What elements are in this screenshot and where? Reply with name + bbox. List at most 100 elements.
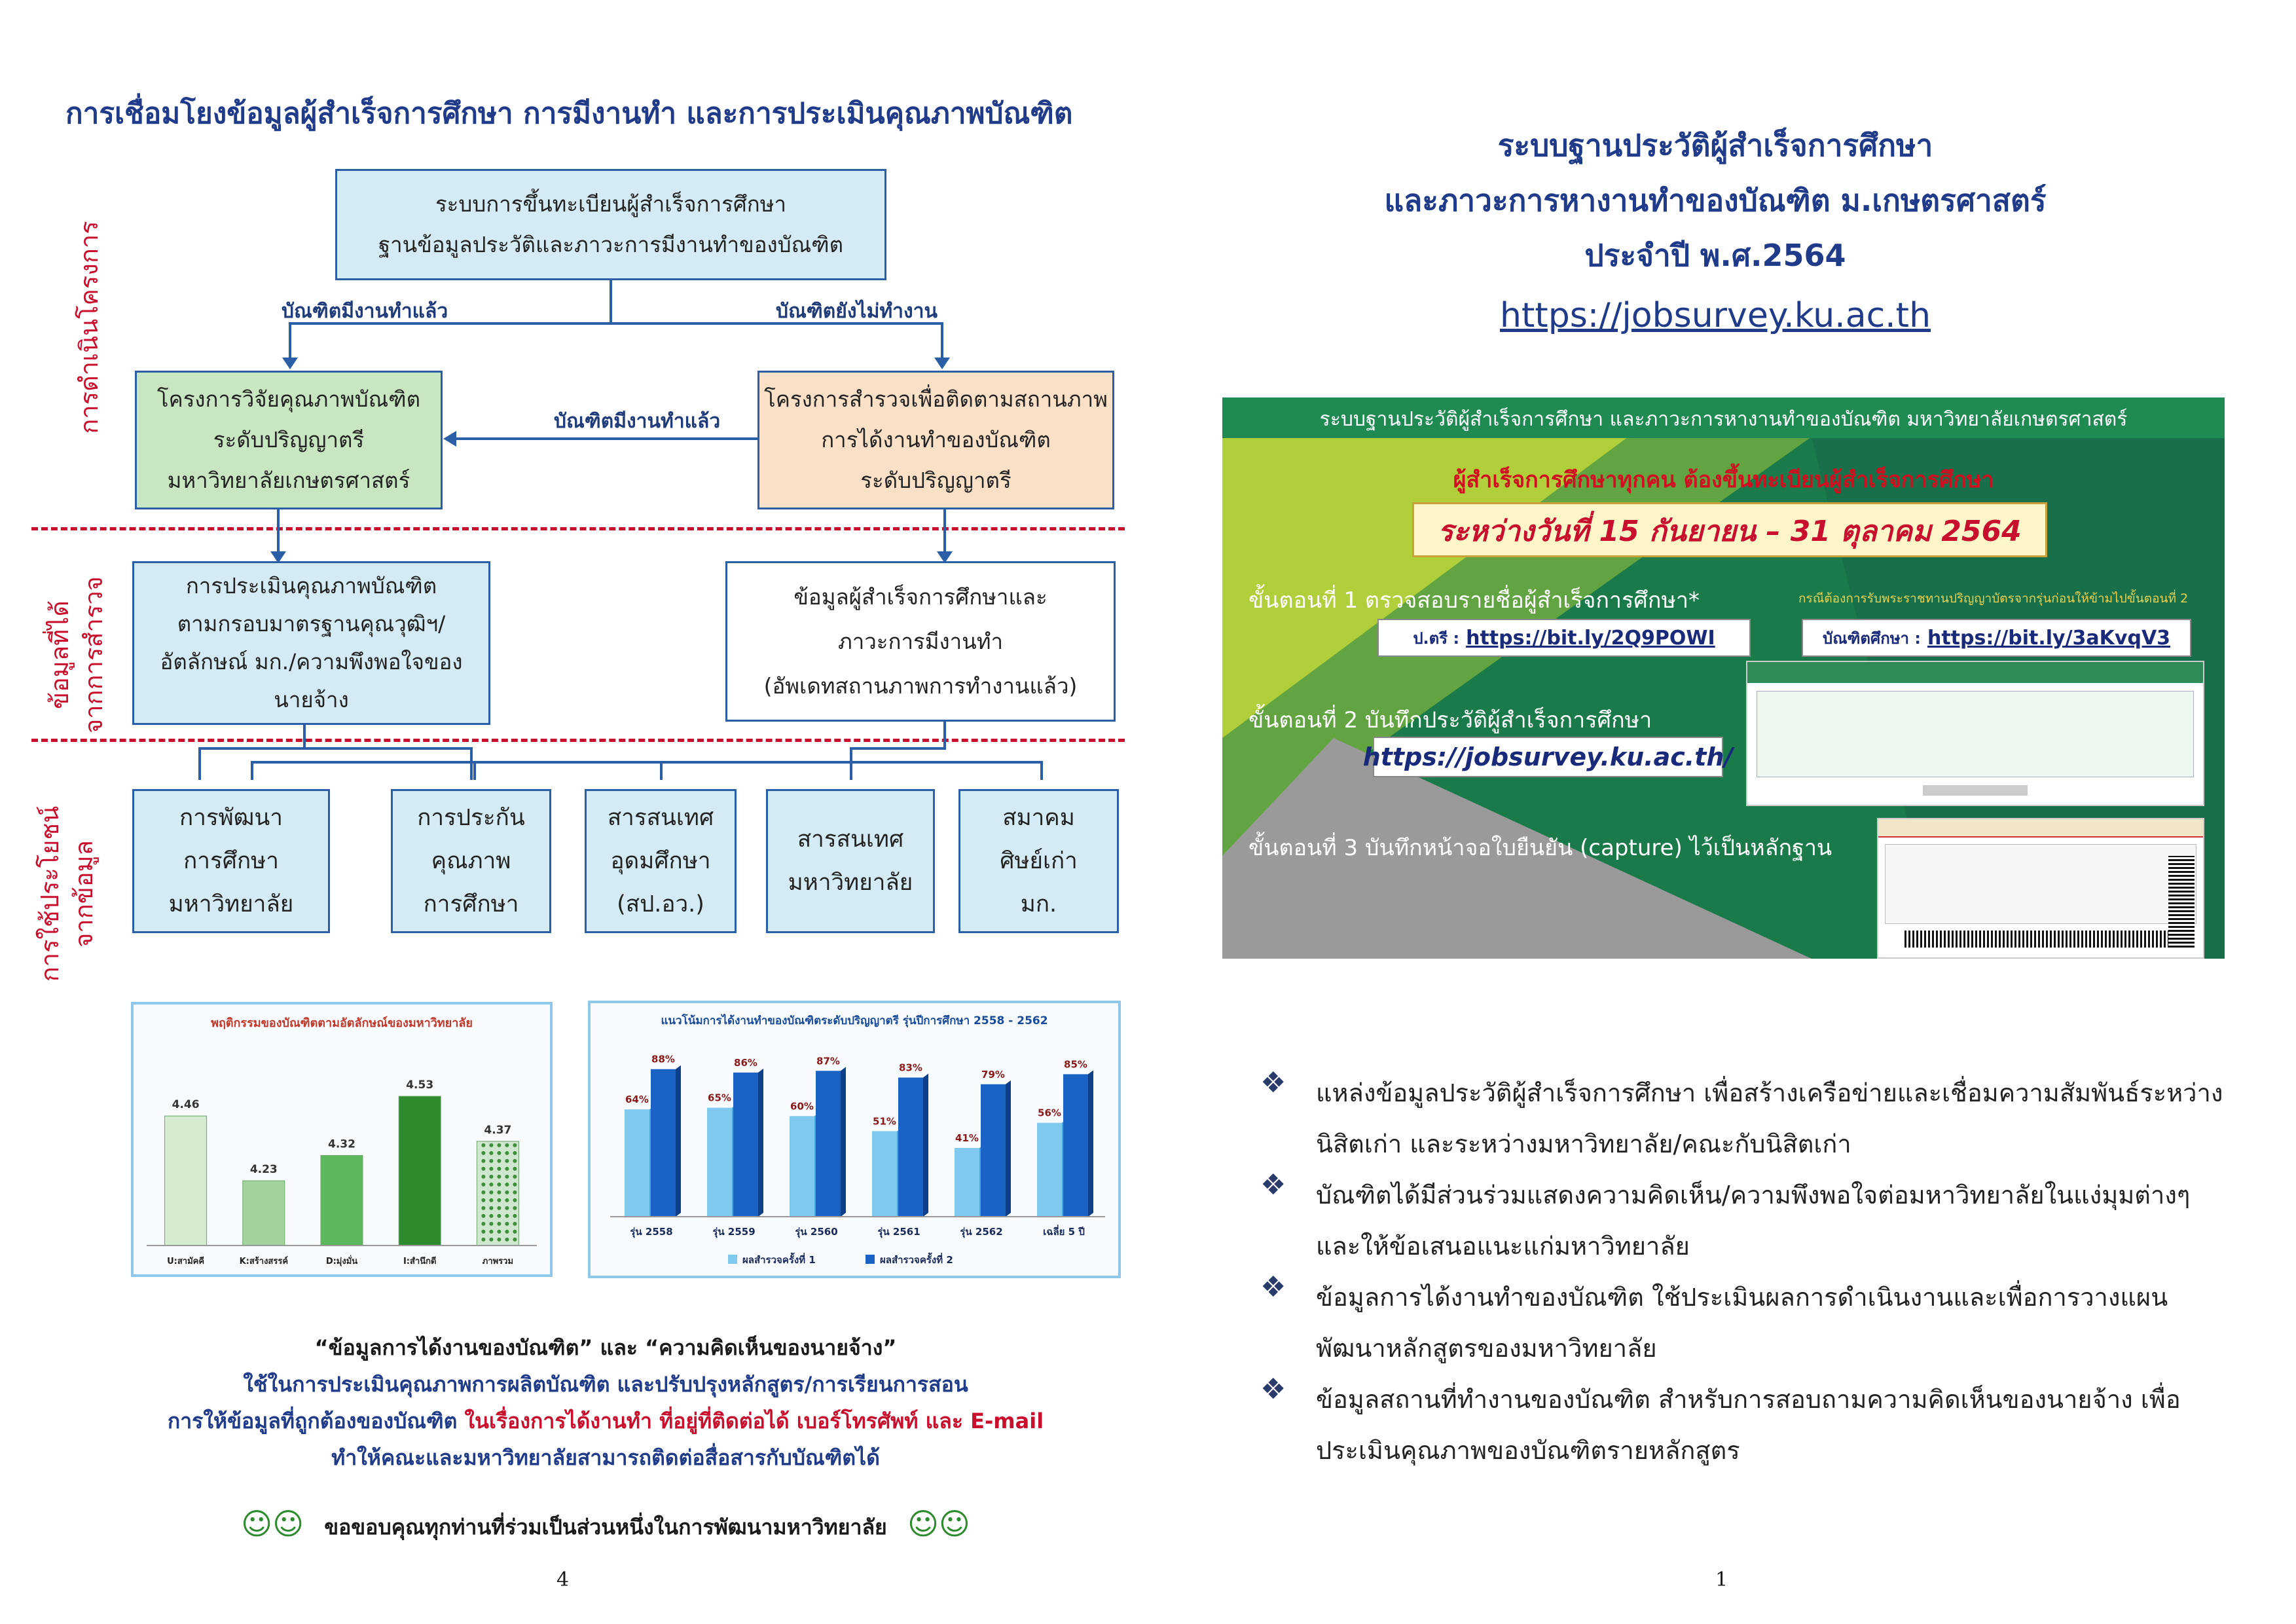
bar-pattern-dot xyxy=(505,1143,509,1147)
bar-I:สำนึกดี xyxy=(398,1096,441,1246)
assess-box-line: การประเมินคุณภาพบัณฑิต xyxy=(185,573,437,599)
tick-label: รุ่น 2561 xyxy=(877,1226,920,1238)
assess-box-line: นายจ้าง xyxy=(274,687,349,712)
step2-url[interactable]: https://jobsurvey.ku.ac.th/ xyxy=(1362,743,1734,771)
bar-D:มุ่งมั่น xyxy=(320,1154,363,1246)
tick-label: U:สามัคคี xyxy=(167,1256,204,1266)
tick-label: รุ่น 2560 xyxy=(795,1226,837,1238)
bar-pattern-dot xyxy=(481,1229,486,1234)
bar-pattern-dot xyxy=(497,1166,501,1171)
connector xyxy=(251,761,253,780)
bar-pattern-dot xyxy=(489,1182,494,1187)
bar-pattern-dot xyxy=(505,1237,509,1242)
connector xyxy=(470,747,473,780)
usage-box-line: ศิษย์เก่า xyxy=(1000,848,1078,874)
link-grad-box: บัณฑิตศึกษา : https://bit.ly/3aKvqV3 xyxy=(1802,619,2191,657)
bar-pattern-dot xyxy=(497,1221,501,1226)
link-bachelor[interactable]: https://bit.ly/2Q9POWI xyxy=(1466,626,1715,650)
chart-identity-behavior-svg: พฤติกรรมของบัณฑิตตามอัตลักษณ์ของมหาวิทยา… xyxy=(147,1016,537,1266)
bottom-line-3: การให้ข้อมูลที่ถูกต้องของบัณฑิต ในเรื่อง… xyxy=(65,1403,1146,1439)
legend-swatch xyxy=(866,1255,875,1264)
bar-pattern-dot xyxy=(505,1206,509,1210)
bar-pattern-dot xyxy=(489,1229,494,1234)
banner-step1-note: กรณีต้องการรับพระราชทานปริญญาบัตรจากรุ่น… xyxy=(1798,591,2189,606)
bar-pattern-dot xyxy=(497,1229,501,1234)
chart-title: แนวโน้มการได้งานทำของบัณฑิตระดับปริญญาตร… xyxy=(661,1014,1048,1027)
step2-url-box: https://jobsurvey.ku.ac.th/ xyxy=(1363,737,1733,777)
bar-pattern-dot xyxy=(497,1151,501,1155)
survey-project-box: โครงการสำรวจเพื่อติดตามสถานภาพ การได้งาน… xyxy=(757,371,1114,509)
graduate-assessment-box: การประเมินคุณภาพบัณฑิต ตามกรอบมาตรฐานคุณ… xyxy=(132,561,490,725)
thumbnail-button-row xyxy=(1923,785,2028,796)
bar-pattern-dot xyxy=(481,1143,486,1147)
right-title-line: และภาวะการหางานทำของบัณฑิต ม.เกษตรศาสตร์ xyxy=(1384,183,2047,218)
bullet-line: พัฒนาหลักสูตรของมหาวิทยาลัย xyxy=(1316,1334,1657,1363)
bar-pattern-dot xyxy=(481,1198,486,1202)
bar-pattern-dot xyxy=(489,1213,494,1218)
jobsurvey-link[interactable]: https://jobsurvey.ku.ac.th xyxy=(1499,296,1931,335)
chart-employment-trend: แนวโน้มการได้งานทำของบัณฑิตระดับปริญญาตร… xyxy=(588,1001,1121,1278)
bar-pattern-dot xyxy=(481,1190,486,1194)
link-bachelor-label: ป.ตรี : xyxy=(1413,629,1460,648)
bullet-diamond-icon: ❖ xyxy=(1260,1066,1286,1099)
bar-pattern-dot xyxy=(513,1158,517,1163)
usage-box-line: การประกัน xyxy=(417,805,525,831)
connector xyxy=(473,761,476,780)
bullet-line: บัณฑิตได้มีส่วนร่วมแสดงความคิดเห็น/ความพ… xyxy=(1316,1181,2191,1209)
data-label: 79% xyxy=(981,1069,1005,1080)
bar-side xyxy=(841,1067,846,1217)
bar-รุ่น 2562-ผลสำรวจครั้งที่ 1 xyxy=(955,1148,979,1217)
bar-pattern-dot xyxy=(481,1213,486,1218)
usage-box-line: มหาวิทยาลัย xyxy=(168,891,294,917)
usage-box-line: อุดมศึกษา xyxy=(610,848,711,874)
graduate-data-box: ข้อมูลผู้สำเร็จการศึกษาและ ภาวะการมีงานท… xyxy=(725,561,1116,722)
tick-label: ภาพรวม xyxy=(483,1257,513,1266)
bullet-item: ข้อมูลการได้งานทำของบัณฑิต ใช้ประเมินผลก… xyxy=(1316,1272,2232,1374)
smiley-icon: ☺☺ xyxy=(241,1506,304,1541)
banner-step1: ขั้นตอนที่ 1 ตรวจสอบรายชื่อผู้สำเร็จการศ… xyxy=(1248,587,1700,614)
bar-pattern-dot xyxy=(497,1158,501,1163)
banner-period: ระหว่างวันที่ 15 กันยายน – 31 ตุลาคม 256… xyxy=(1412,502,2047,557)
survey-box-line: ระดับปริญญาตรี xyxy=(860,468,1011,493)
registration-banner: ระบบฐานประวัติผู้สำเร็จการศึกษา และภาวะก… xyxy=(1222,397,2225,959)
branch-label-employed: บัณฑิตมีงานทำแล้ว xyxy=(282,300,448,323)
data-label: 64% xyxy=(625,1094,649,1105)
bar-pattern-dot xyxy=(505,1166,509,1171)
bar-เฉลี่ย 5 ปี-ผลสำรวจครั้งที่ 1 xyxy=(1037,1122,1062,1217)
bullet-line: ข้อมูลการได้งานทำของบัณฑิต ใช้ประเมินผลก… xyxy=(1316,1283,2168,1312)
bar-pattern-dot xyxy=(505,1221,509,1226)
usage-box-alumni-association: สมาคม ศิษย์เก่า มก. xyxy=(958,789,1119,933)
section-divider xyxy=(31,739,1125,742)
bar-pattern-dot xyxy=(481,1237,486,1242)
bar-pattern-dot xyxy=(481,1166,486,1171)
thanks-line: ☺☺ ขอขอบคุณทุกท่านที่ร่วมเป็นส่วนหนึ่งใน… xyxy=(65,1506,1146,1544)
bar-pattern-dot xyxy=(489,1158,494,1163)
usage-box-higher-ed-info: สารสนเทศ อุดมศึกษา (สป.อว.) xyxy=(585,789,737,933)
side-label-survey-data: ข้อมูลที่ได้ จากการสำรวจ xyxy=(45,576,108,733)
connector xyxy=(1040,761,1043,780)
arrow-head xyxy=(934,358,950,369)
bullet-line: ข้อมูลสถานที่ทำงานของบัณฑิต สำหรับการสอบ… xyxy=(1316,1385,2181,1414)
data-label: 60% xyxy=(790,1100,814,1112)
bullet-line: ประเมินคุณภาพของบัณฑิตรายหลักสูตร xyxy=(1316,1436,1740,1465)
data-label: 56% xyxy=(1038,1107,1061,1119)
link-grad[interactable]: https://bit.ly/3aKvqV3 xyxy=(1927,626,2171,650)
bottom-line-2: ใช้ในการประเมินคุณภาพการผลิตบัณฑิต และปร… xyxy=(243,1372,968,1397)
bar-side xyxy=(923,1073,928,1217)
bullet-line: แหล่งข้อมูลประวัติผู้สำเร็จการศึกษา เพื่… xyxy=(1316,1079,2223,1107)
bar-pattern-dot xyxy=(481,1182,486,1187)
bar-pattern-dot xyxy=(497,1198,501,1202)
chart-identity-behavior: พฤติกรรมของบัณฑิตตามอัตลักษณ์ของมหาวิทยา… xyxy=(131,1002,553,1277)
bar-เฉลี่ย 5 ปี-ผลสำรวจครั้งที่ 2 xyxy=(1063,1074,1088,1217)
link-grad-label: บัณฑิตศึกษา : xyxy=(1822,629,1921,648)
bar-side xyxy=(758,1068,763,1217)
right-title: ระบบฐานประวัติผู้สำเร็จการศึกษา และภาวะก… xyxy=(1205,118,2226,283)
bar-pattern-dot xyxy=(505,1190,509,1194)
usage-box-line: (สป.อว.) xyxy=(617,891,704,917)
bar-pattern-dot xyxy=(513,1151,517,1155)
bar-pattern-dot xyxy=(513,1198,517,1202)
bar-pattern-dot xyxy=(481,1174,486,1179)
section-divider xyxy=(31,527,1125,530)
bar-รุ่น 2559-ผลสำรวจครั้งที่ 2 xyxy=(733,1072,758,1217)
registration-box-line2: ฐานข้อมูลประวัติและภาวะการมีงานทำของบัณฑ… xyxy=(378,232,844,257)
